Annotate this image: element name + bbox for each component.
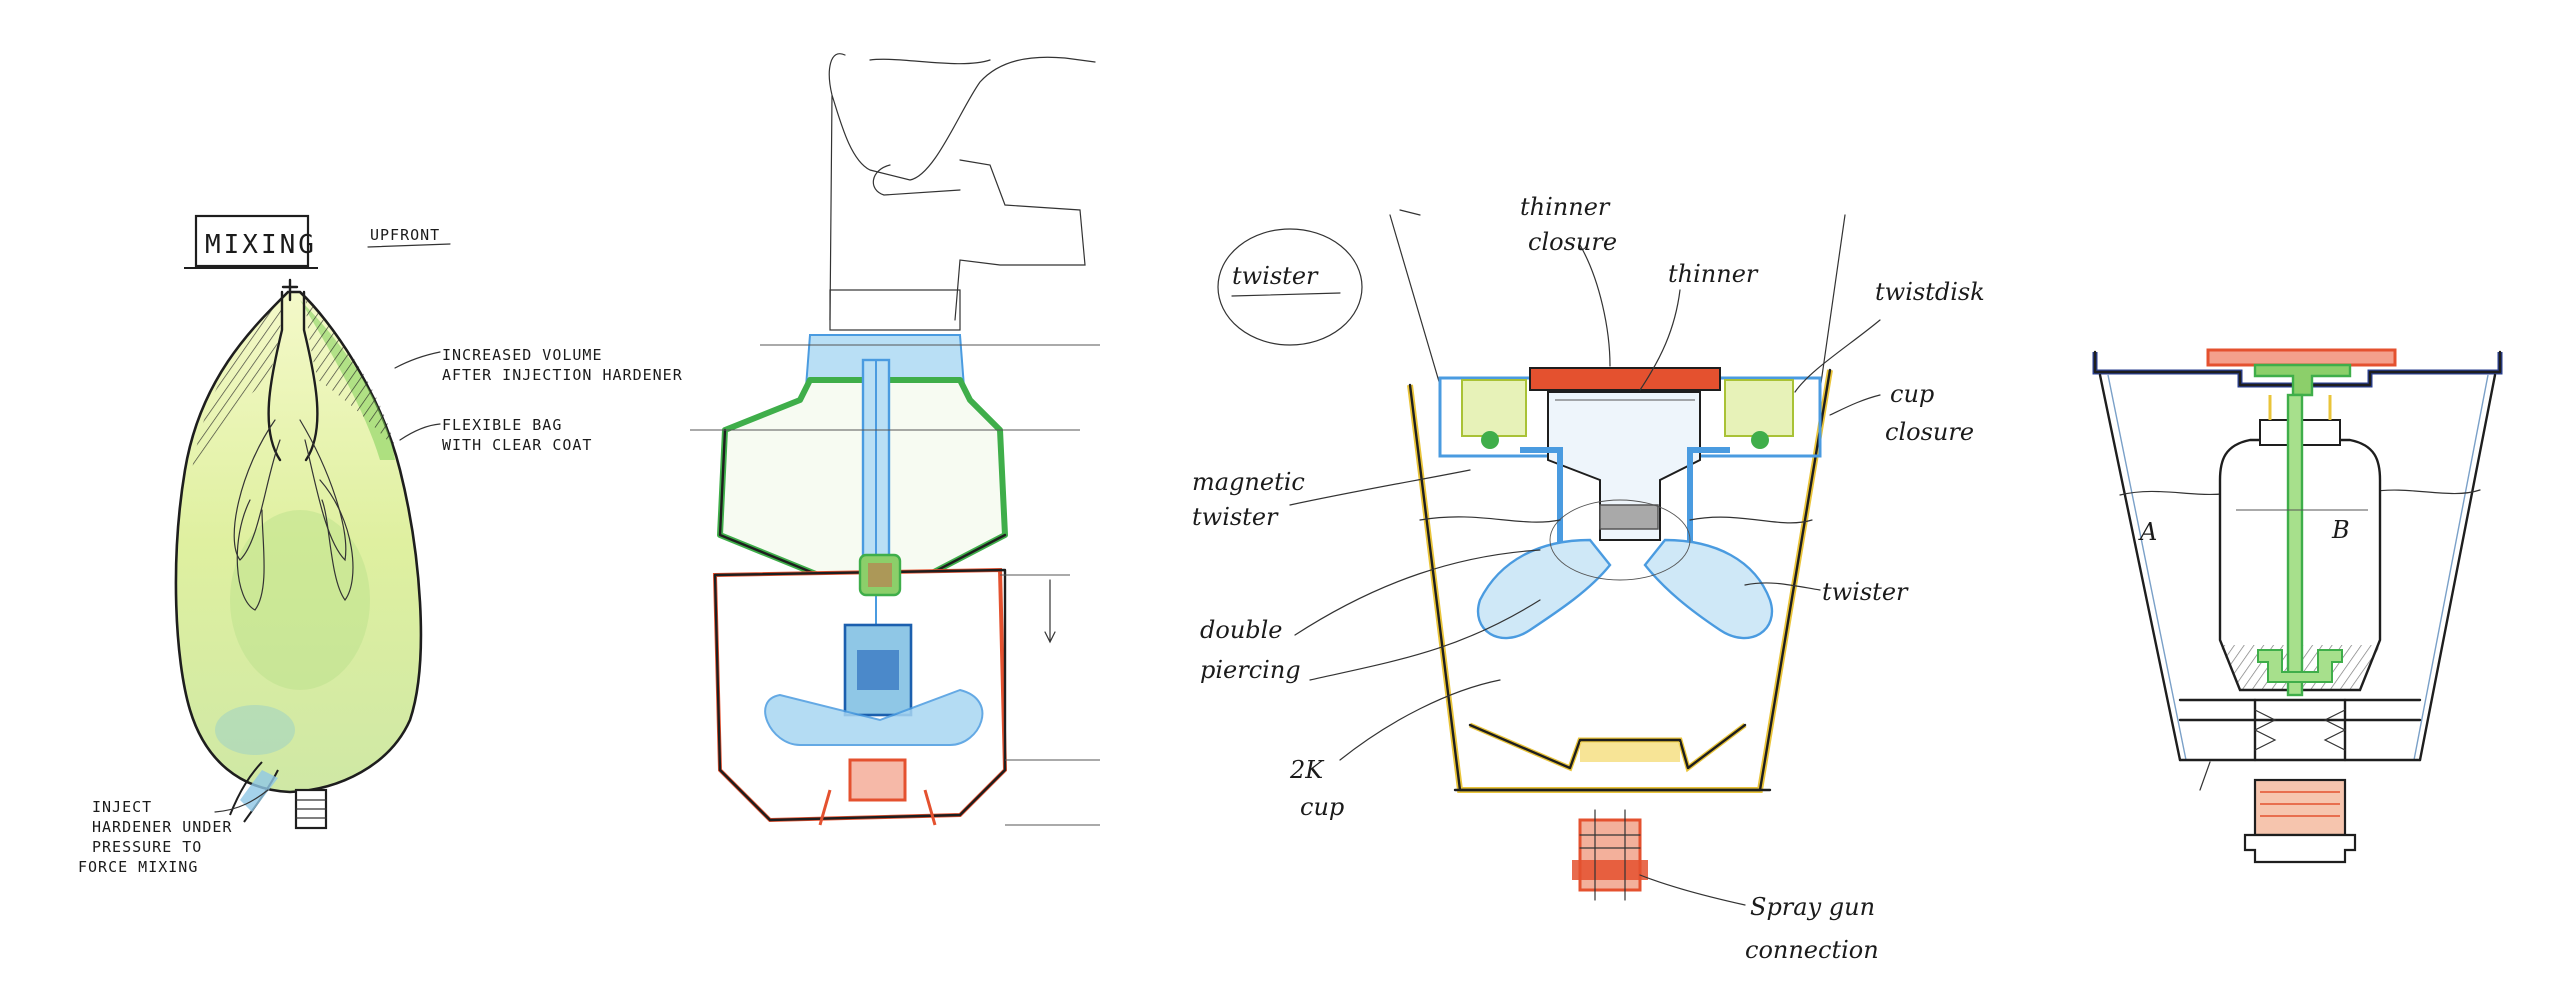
label-after-injection: AFTER INJECTION HARDENER	[442, 366, 683, 384]
twister-blade-left	[1477, 538, 1612, 640]
label-a: A	[2138, 518, 2157, 546]
twistdisk-right	[1724, 379, 1794, 437]
label-thinner-2: thinner	[1668, 260, 1759, 288]
label-flexible-bag: FLEXIBLE BAG	[442, 416, 562, 434]
red-cap	[2206, 348, 2397, 367]
label-2k-cup: cup	[1300, 793, 1344, 821]
label-closure: closure	[1528, 228, 1617, 256]
sketch-twister: twister	[1192, 193, 1985, 964]
label-2k: 2K	[1289, 756, 1325, 784]
label-magnetic-twister: twister	[1192, 503, 1279, 531]
label-spray-connection: connection	[1745, 936, 1879, 964]
label-force-mixing: FORCE MIXING	[78, 858, 198, 876]
thinner-closure	[1529, 367, 1721, 391]
label-cup-closure: closure	[1885, 418, 1974, 446]
label-magnetic: magnetic	[1192, 468, 1305, 496]
title-box	[194, 214, 310, 268]
label-inject: INJECT	[92, 798, 152, 816]
flexible-bag	[174, 290, 423, 794]
label-thinner: thinner	[1520, 193, 1611, 221]
label-twister: twister	[1822, 578, 1909, 606]
sketch-cartridge-cup: A B	[2092, 348, 2503, 864]
title-twister: twister	[1232, 262, 1319, 290]
label-spray-gun: Spray gun	[1750, 893, 1875, 921]
label-cup: cup	[1890, 380, 1934, 408]
mixer-blade	[764, 688, 984, 746]
label-b: B	[2331, 516, 2350, 544]
title-mixing: MIXING	[205, 230, 317, 260]
label-piercing: piercing	[1200, 656, 1301, 684]
label-double: double	[1200, 616, 1283, 644]
sketch-mixing-bag: MIXING UPFRONT INCREASED VOLUME AFTER	[78, 214, 683, 876]
label-clear-coat: WITH CLEAR COAT	[442, 436, 592, 454]
bottom-connector	[2253, 778, 2347, 837]
label-twistdisk: twistdisk	[1875, 278, 1985, 306]
twistdisk-left	[1461, 379, 1527, 437]
twister-blade-right	[1643, 538, 1773, 640]
sketch-spray-gun-section	[690, 53, 1100, 826]
green-rod	[2286, 393, 2304, 697]
label-pressure-to: PRESSURE TO	[92, 838, 202, 856]
title-circle	[1217, 228, 1363, 346]
label-hardener-under: HARDENER UNDER	[92, 818, 232, 836]
label-increased-volume: INCREASED VOLUME	[442, 346, 603, 364]
label-upfront: UPFRONT	[370, 226, 440, 244]
